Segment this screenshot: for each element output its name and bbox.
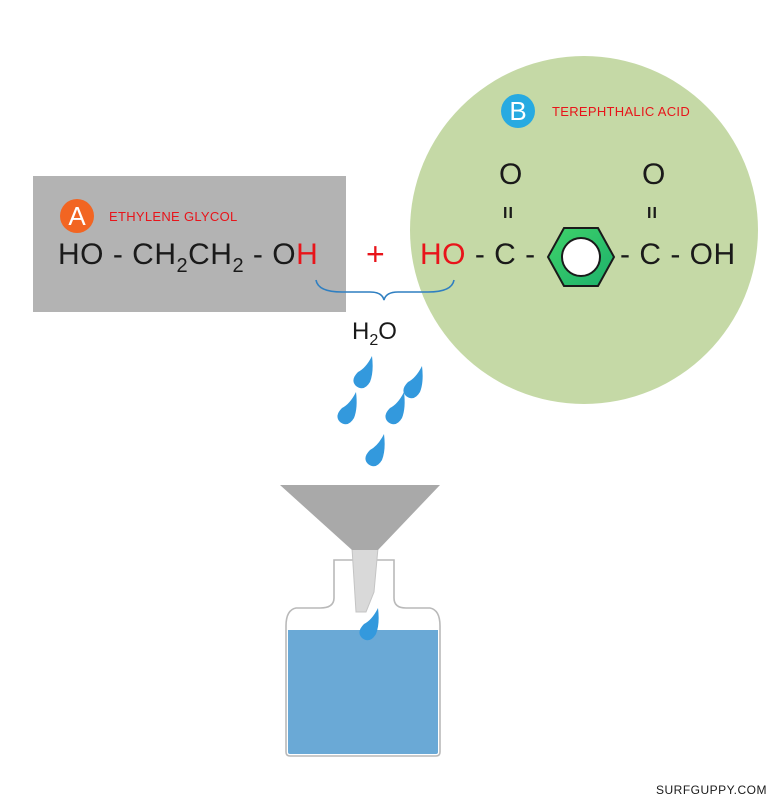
water-drop-icon	[403, 366, 423, 399]
site-watermark: SURFGUPPY.COM	[656, 783, 767, 797]
benzene-ring-icon	[546, 227, 616, 287]
water-sub: 2	[369, 332, 379, 349]
plus-sign: +	[366, 236, 386, 272]
water-drop-icon	[385, 392, 405, 425]
ethylene-glycol-box	[33, 176, 346, 312]
water-formula: H2O	[352, 318, 397, 349]
terephthalic-left-part: HO - C -	[420, 238, 536, 272]
terephthalic-acid-label: TEREPHTHALIC ACID	[552, 104, 691, 119]
double-bond-right: II	[647, 205, 658, 222]
formula-a-part1: HO - CH	[58, 238, 177, 271]
water-o: O	[378, 318, 397, 345]
ethylene-glycol-label: ETHYLENE GLYCOL	[109, 209, 238, 224]
left-carboxyl-carbon: - C -	[466, 238, 536, 271]
removed-hydrogen: H	[296, 238, 319, 271]
formula-a-sub1: 2	[176, 255, 189, 277]
elimination-brace	[315, 279, 455, 301]
oxygen-left: O	[499, 158, 523, 191]
formula-a-part3: - O	[244, 238, 297, 271]
badge-a: A	[60, 199, 94, 233]
water-drop-icon	[365, 434, 385, 467]
double-bond-left: II	[503, 205, 514, 222]
removed-hydroxyl: HO	[420, 238, 466, 271]
water-drop-icon	[359, 608, 379, 641]
ethylene-glycol-formula: HO - CH2CH2 - OH	[58, 238, 319, 277]
terephthalic-right-part: - C - OH	[620, 238, 736, 271]
oxygen-right: O	[642, 158, 666, 191]
formula-a-part2: CH	[188, 238, 233, 271]
water-drop-icon	[337, 392, 357, 425]
formula-a-sub2: 2	[232, 255, 245, 277]
bottle-water	[288, 630, 438, 754]
water-drop-icon	[353, 356, 373, 389]
water-h: H	[352, 318, 370, 345]
funnel-cone	[280, 485, 440, 550]
badge-b: B	[501, 94, 535, 128]
